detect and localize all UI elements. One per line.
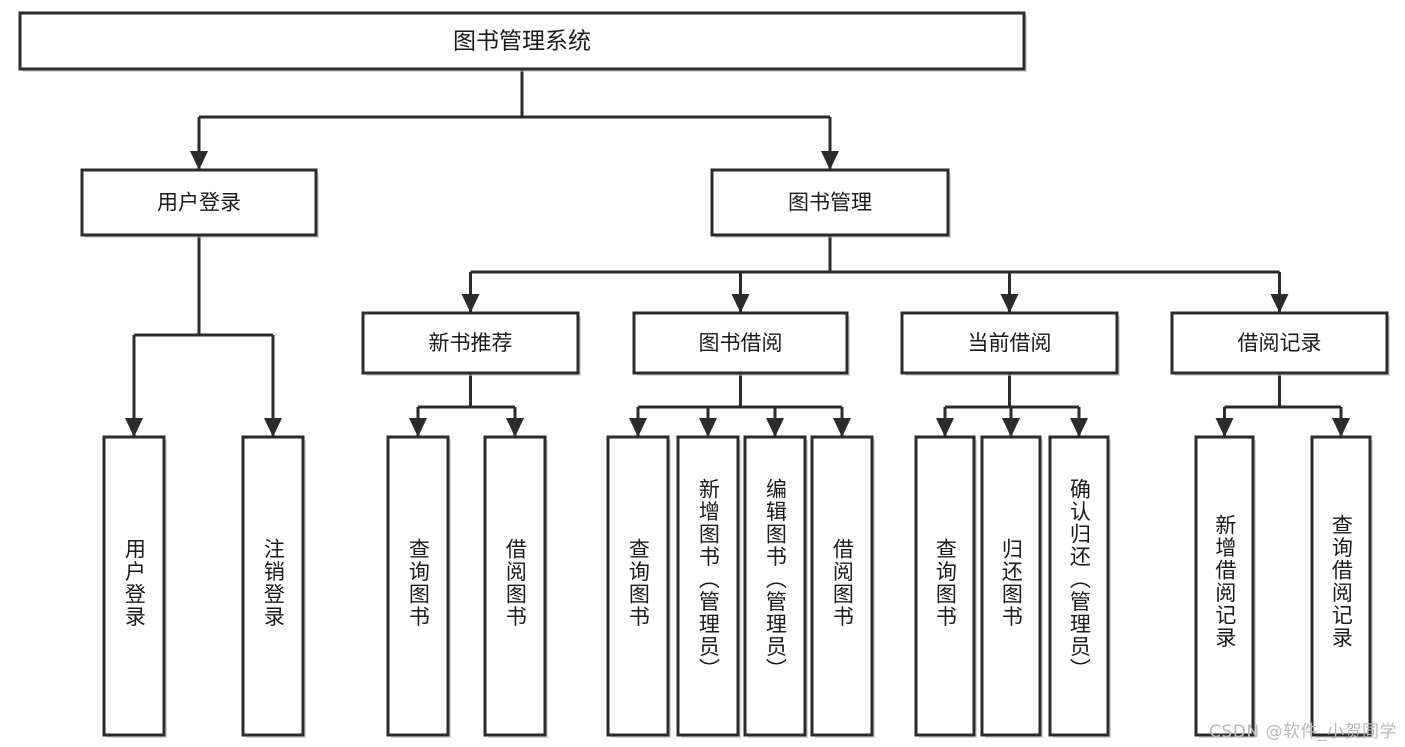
arrow-into-user-logout [264,418,282,437]
node-label-book-manage: 图书管理 [788,191,872,215]
csdn-watermark: CSDN @软件_小贺同学 [1209,722,1397,742]
arrow-into-current-borrow [1000,294,1019,313]
node-box-book-manage[interactable] [710,168,950,237]
arrow-into-user-login-do [125,418,143,437]
arrow-into-query-borrow-record [1332,418,1350,437]
node-box-query-book-2[interactable] [606,435,670,737]
box-layer [18,11,1390,738]
node-box-user-login[interactable] [80,168,318,237]
node-box-return-book[interactable] [980,435,1042,737]
arrow-into-borrow-record [1270,294,1289,313]
connector-layer [125,69,1350,437]
node-box-add-book-admin[interactable] [676,435,740,737]
node-label-user-login: 用户登录 [157,191,241,215]
node-box-user-logout[interactable] [241,435,305,737]
node-box-book-borrow[interactable] [632,311,849,375]
node-label-new-book-recommend: 新书推荐 [429,331,513,355]
arrow-into-book-manage [821,151,839,170]
node-label-root: 图书管理系统 [453,29,591,55]
node-label-borrow-record: 借阅记录 [1238,331,1322,355]
node-box-current-borrow[interactable] [900,311,1119,375]
arrow-into-query-book-1 [409,418,427,437]
node-box-add-borrow-record[interactable] [1194,435,1255,737]
node-box-borrow-record[interactable] [1170,311,1389,375]
node-box-query-book-1[interactable] [386,435,450,737]
node-label-book-borrow: 图书借阅 [699,331,783,355]
node-label-current-borrow: 当前借阅 [968,331,1052,355]
arrow-into-return-book [1002,418,1020,437]
arrow-into-edit-book-admin [766,418,784,437]
node-box-borrow-book-2[interactable] [810,435,874,737]
arrow-into-query-book-2 [629,418,647,437]
node-box-user-login-do[interactable] [102,435,166,737]
node-box-query-borrow-record[interactable] [1310,435,1372,737]
arrow-into-query-book-3 [936,418,954,437]
arrow-into-new-book-recommend [461,294,480,313]
arrow-into-user-login [190,151,208,170]
arrow-into-confirm-return-admin [1070,418,1088,437]
arrow-into-add-book-admin [699,418,717,437]
arrow-into-borrow-book-2 [833,418,851,437]
node-box-query-book-3[interactable] [914,435,976,737]
node-box-borrow-book-1[interactable] [483,435,547,737]
node-box-edit-book-admin[interactable] [743,435,807,737]
node-box-root[interactable] [18,11,1026,71]
node-box-confirm-return-admin[interactable] [1048,435,1110,737]
arrow-into-add-borrow-record [1215,418,1234,437]
arrow-into-book-borrow [731,294,750,313]
node-box-new-book-recommend[interactable] [361,311,580,375]
arrow-into-borrow-book-1 [506,418,524,437]
